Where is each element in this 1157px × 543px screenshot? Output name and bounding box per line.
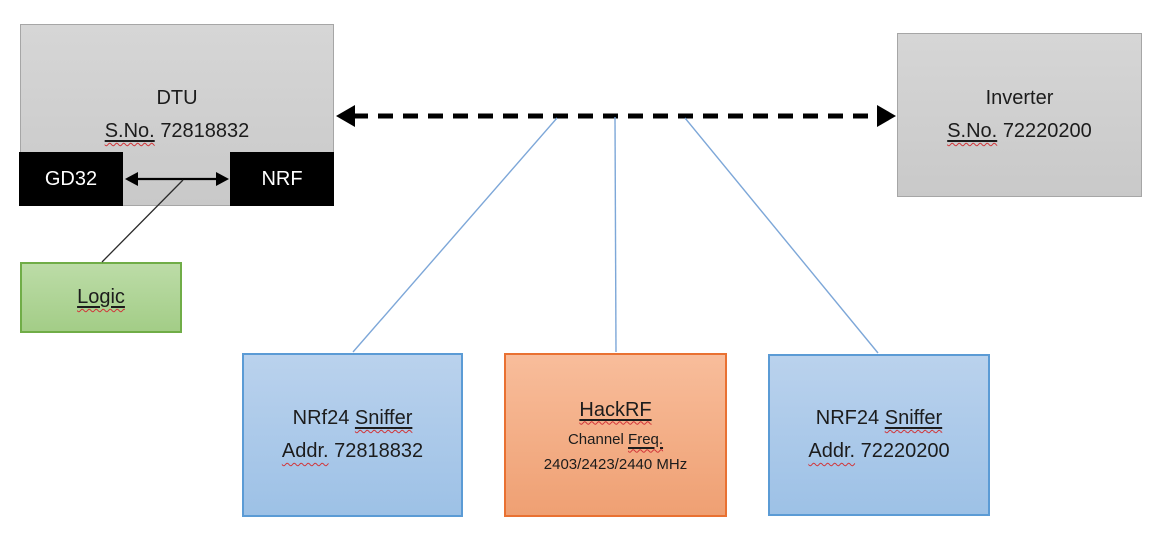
inverter-title: Inverter	[985, 87, 1054, 109]
hackrf-frequencies: 2403/2423/2440 MHz	[543, 455, 688, 473]
logic-label: Logic	[77, 286, 125, 308]
link-line-hackrf	[614, 116, 617, 353]
link-line-sniffer-right	[684, 117, 879, 354]
dtu-serial-number: 72818832	[160, 120, 250, 142]
dtu-inverter-dashed-arrow	[336, 105, 896, 127]
nrf-label: NRF	[261, 167, 303, 190]
gd32-label: GD32	[44, 167, 98, 190]
gd32-node: GD32	[19, 152, 123, 206]
dtu-title: DTU	[156, 87, 198, 109]
sniffer-left-addr: Addr.72818832	[281, 440, 424, 462]
inverter-serial-number: 72220200	[1002, 120, 1092, 142]
inverter-node: Inverter S.No.72220200	[897, 33, 1142, 197]
hackrf-title: HackRF	[579, 398, 652, 421]
nrf-node: NRF	[230, 152, 334, 206]
logic-node: Logic	[20, 262, 182, 333]
sniffer-right-addr: Addr.72220200	[808, 440, 950, 462]
dtu-serial-line: S.No.72818832	[105, 115, 250, 148]
inverter-serial-label: S.No.	[947, 120, 998, 142]
inverter-serial-line: S.No.72220200	[947, 115, 1092, 148]
dtu-serial-label: S.No.	[104, 120, 155, 142]
link-line-sniffer-left	[352, 117, 558, 353]
